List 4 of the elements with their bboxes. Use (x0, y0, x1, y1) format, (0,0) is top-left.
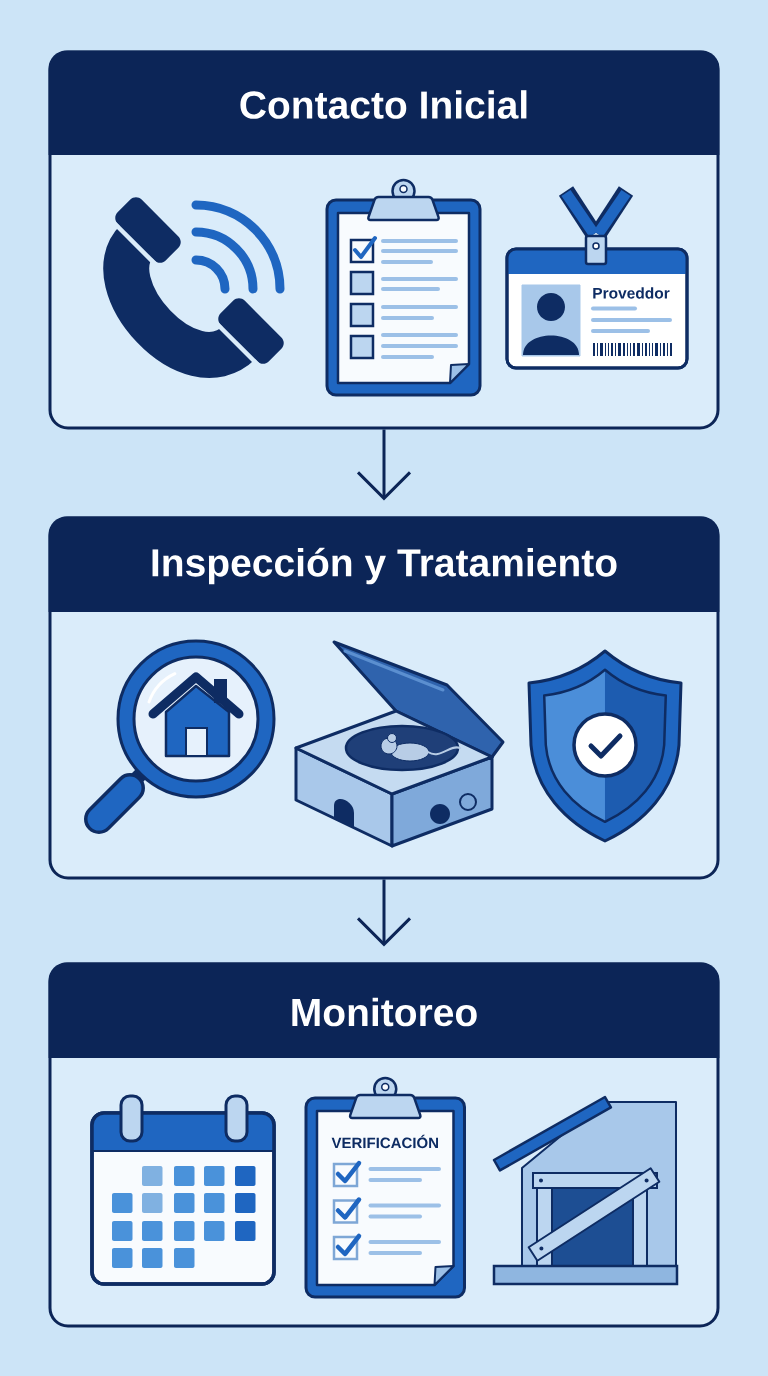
clipboard: VERIFICACIÓN (304, 1076, 466, 1299)
panel-heading: Inspección y Tratamiento (48, 516, 720, 612)
panel-heading: Monitoreo (48, 962, 720, 1058)
panel-heading: Contacto Inicial (48, 50, 720, 155)
